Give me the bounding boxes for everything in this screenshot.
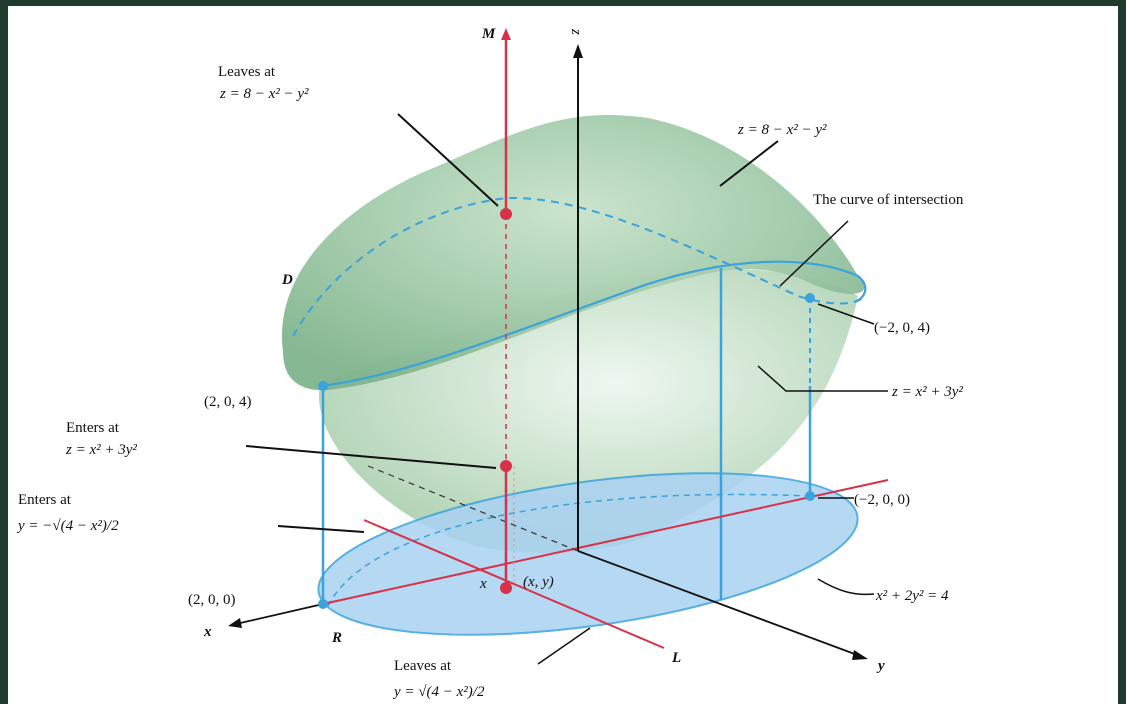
label-xy: (x, y) (523, 574, 554, 590)
x-axis (235, 603, 324, 625)
label-upper-surface: z = 8 − x² − y² (737, 122, 827, 138)
diagram-canvas: M z Leaves at z = 8 − x² − y² z = 8 − x²… (16, 26, 964, 700)
intersection-curve-back (292, 196, 865, 337)
label-x-small: x (479, 576, 487, 592)
point-neg2-0-0 (805, 491, 815, 501)
leader-enters-y (277, 525, 365, 533)
label-leaves-y-1: Leaves at (394, 658, 452, 674)
label-leaves-top-1: Leaves at (218, 64, 276, 80)
label-neg2-0-0: (−2, 0, 0) (854, 492, 910, 508)
leader-leaves-y (537, 627, 591, 665)
point-enters-bottom (500, 460, 512, 472)
y-axis (577, 550, 861, 657)
label-neg2-0-4: (−2, 0, 4) (874, 320, 930, 336)
region-back-dashed (327, 493, 809, 607)
label-l: L (671, 650, 681, 666)
label-leaves-top-2: z = 8 − x² − y² (219, 86, 309, 102)
label-enters-z-2: z = x² + 3y² (65, 442, 137, 458)
label-enters-y-1: Enters at (18, 492, 72, 508)
x-axis-red (322, 479, 889, 605)
m-line-arrow (501, 28, 511, 40)
z-axis-arrow (573, 44, 583, 58)
upper-paraboloid-surface (281, 114, 865, 391)
point-xy (500, 582, 512, 594)
leader-upper-surface (719, 140, 779, 187)
diagram-frame: M z Leaves at z = 8 − x² − y² z = 8 − x²… (8, 6, 1118, 704)
point-neg2-0-4 (805, 293, 815, 303)
leader-ellipse (817, 578, 875, 596)
leader-neg2-0-4 (817, 303, 875, 325)
point-2-0-0 (318, 599, 328, 609)
intersection-curve-front (319, 260, 867, 388)
x-axis-arrow (228, 618, 242, 628)
y-axis-arrow (852, 650, 868, 660)
label-lower-surface: z = x² + 3y² (891, 384, 963, 400)
label-r: R (331, 630, 342, 646)
label-ellipse-eq: x² + 2y² = 4 (875, 588, 949, 604)
label-curve-intersection: The curve of intersection (813, 192, 964, 208)
label-enters-z-1: Enters at (66, 420, 120, 436)
label-y-axis: y (876, 658, 885, 674)
label-m: M (481, 26, 496, 42)
leader-enters-z (245, 445, 497, 469)
label-2-0-0: (2, 0, 0) (188, 592, 236, 608)
label-2-0-4: (2, 0, 4) (204, 394, 252, 410)
label-leaves-y-2: y = √(4 − x²)/2 (392, 684, 485, 700)
label-d: D (281, 272, 293, 288)
point-leaves-top (500, 208, 512, 220)
leader-lower-surface (757, 365, 888, 392)
leader-curve (779, 220, 849, 287)
label-z: z (568, 28, 584, 35)
axis-hidden-dashed (367, 465, 579, 552)
leader-leaves-top (397, 113, 499, 207)
label-enters-y-2: y = −√(4 − x²)/2 (16, 518, 119, 534)
label-x-axis: x (203, 624, 212, 640)
line-l (363, 519, 665, 649)
point-2-0-4 (318, 381, 328, 391)
